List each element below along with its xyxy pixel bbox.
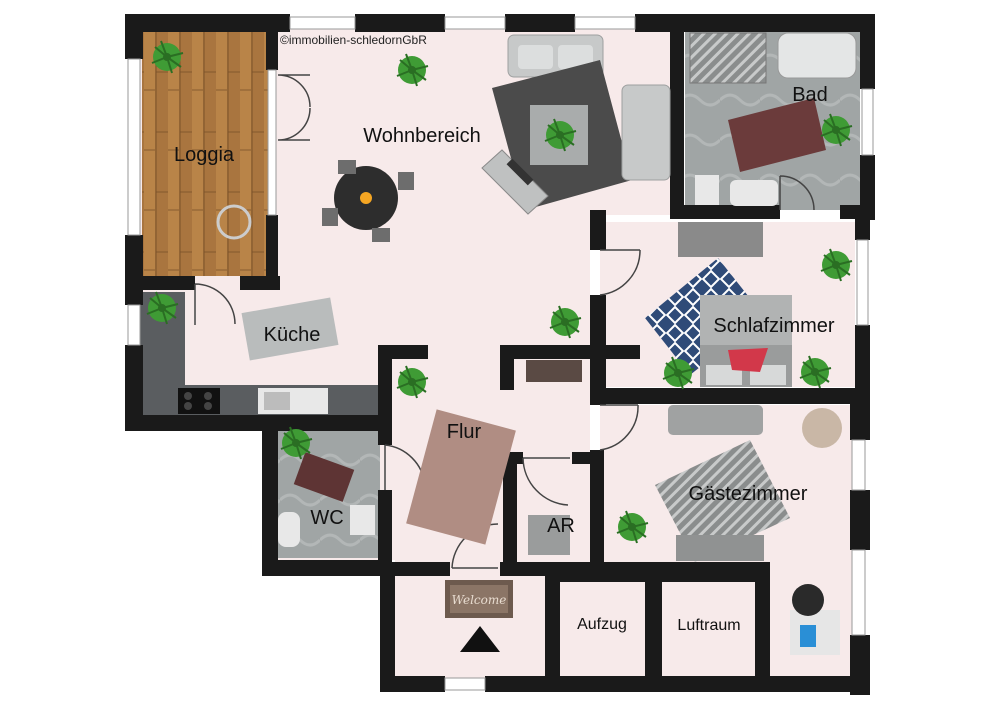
windows: [127, 16, 874, 691]
kitchen-counter: [140, 292, 378, 418]
room-label-wc: WC: [310, 507, 343, 529]
room-label-bad: Bad: [792, 84, 828, 106]
entrance-triangle-icon: [460, 626, 500, 652]
room-label-loggia: Loggia: [174, 144, 235, 166]
doormat-text: Welcome: [452, 593, 507, 607]
room-label-flur: Flur: [447, 421, 482, 443]
room-label-luftraum: Luftraum: [677, 617, 740, 634]
copyright-text: ©immobilien-schledornGbR: [280, 33, 427, 47]
furniture: [178, 32, 857, 655]
room-label-ar: AR: [547, 515, 575, 537]
walls: [125, 14, 875, 695]
room-label-wohnbereich: Wohnbereich: [363, 125, 480, 147]
room-label-aufzug: Aufzug: [577, 616, 627, 633]
room-label-gaestezimmer: Gästezimmer: [689, 483, 808, 505]
loggia-floor: [142, 30, 274, 276]
room-label-schlafzimmer: Schlafzimmer: [713, 315, 834, 337]
room-label-kueche: Küche: [264, 324, 321, 346]
